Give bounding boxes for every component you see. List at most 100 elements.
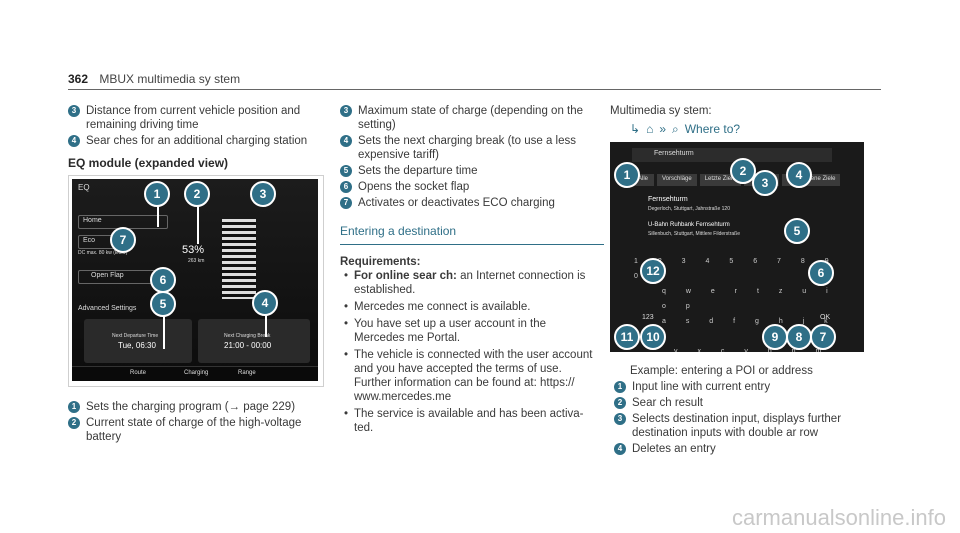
- callout-12: 12: [640, 258, 666, 284]
- bullet-text: The vehicle is connected with the user a…: [354, 349, 593, 403]
- path-label: Where to?: [684, 122, 741, 136]
- mode-key[interactable]: 123: [642, 314, 654, 321]
- section-rule: [340, 244, 604, 245]
- list-item: 1 Sets the charging program (→ page 229): [68, 400, 318, 414]
- number-badge: 2: [614, 397, 626, 409]
- item-text: Opens the socket flap: [358, 181, 470, 193]
- requirements-list: For online sear ch: an Internet connecti…: [340, 269, 598, 435]
- callout-line: [163, 309, 165, 349]
- callout-3: 3: [250, 181, 276, 207]
- keys-row[interactable]: 1 2 3 4 5 6 7 8 9 0: [634, 258, 838, 280]
- item-text: Distance from current vehicle position a…: [86, 105, 301, 131]
- number-badge: 5: [340, 165, 352, 177]
- tab-range[interactable]: Range: [238, 370, 256, 376]
- departure-title: Next Departure Time: [112, 333, 159, 339]
- callout-8: 8: [786, 324, 812, 350]
- number-badge: 2: [68, 417, 80, 429]
- callout-line: [197, 199, 199, 244]
- callout-line: [265, 307, 267, 337]
- callout-6: 6: [150, 267, 176, 293]
- tab-charging[interactable]: Charging: [184, 370, 209, 376]
- callout-1: 1: [614, 162, 640, 188]
- callout-2: 2: [730, 158, 756, 184]
- item-text: Selects destination input, displays furt…: [632, 413, 842, 439]
- advanced-settings[interactable]: Advanced Settings: [78, 305, 137, 312]
- watermark: carmanualsonline.info: [731, 505, 946, 530]
- open-flap-button[interactable]: Open Flap: [78, 270, 160, 284]
- list-item: 4 Deletes an entry: [614, 442, 878, 456]
- callout-line: [157, 197, 159, 227]
- eq-screenshot: EQ Home Eco DC max. 80 kw (ECO) Open Fla…: [72, 179, 318, 381]
- list-item: 3 Distance from current vehicle position …: [68, 104, 318, 132]
- header-title: MBUX multimedia sy stem: [99, 72, 241, 86]
- list-item: 3 Selects destination input, displays fur…: [614, 412, 878, 440]
- nav-input-line[interactable]: Fernsehturm: [632, 148, 832, 162]
- break-title: Next Charging Break: [224, 333, 271, 339]
- item-text: Sets the next charging break (to use a l…: [358, 135, 576, 161]
- bullet-bold: For online sear ch:: [354, 270, 457, 282]
- bullet-text: Mercedes me connect is available.: [354, 301, 531, 313]
- requirements-label: Requirements:: [340, 256, 421, 268]
- break-panel[interactable]: Next Charging Break 21:00 - 00:00: [198, 319, 310, 363]
- item-text: Current state of charge of the high-volt…: [86, 417, 302, 443]
- callout-5: 5: [784, 218, 810, 244]
- result2-title: U-Bahn Ruhbank Fernsehturm: [648, 222, 730, 228]
- list-item: 1 Input line with current entry: [614, 380, 878, 394]
- number-badge: 7: [340, 197, 352, 209]
- list-item: Mercedes me connect is available.: [344, 300, 598, 314]
- item-text: Activates or deactivates ECO charging: [358, 197, 555, 209]
- header-rule: [68, 89, 881, 90]
- list-item: The vehicle is connected with the user a…: [344, 348, 598, 404]
- item-text: Maximum state of charge (depending on th…: [358, 105, 584, 131]
- battery-graphic: [222, 219, 256, 299]
- open-flap-label: Open Flap: [91, 272, 124, 279]
- callout-2: 2: [184, 181, 210, 207]
- soc-range: 263 km: [188, 258, 205, 264]
- eq-tab-bar: Route Charging Range: [72, 366, 318, 381]
- eco-sub: DC max. 80 kw (ECO): [78, 250, 128, 256]
- number-badge: 4: [614, 443, 626, 455]
- result1-title: Fernsehturm: [648, 196, 688, 203]
- ok-key[interactable]: OK: [820, 314, 831, 321]
- col3-top: Multimedia sy stem: ↳ ⌂ » ⌕ Where to?: [610, 104, 880, 136]
- tab-route[interactable]: Route: [130, 370, 147, 376]
- list-item: 4 Sets the next charging break (to use a …: [340, 134, 598, 162]
- keys-row[interactable]: y x c v b n m: [674, 348, 831, 352]
- number-badge: 1: [614, 381, 626, 393]
- double-arrow-icon: »: [659, 122, 666, 136]
- tab-suggestions[interactable]: Vorschläge: [657, 174, 697, 186]
- result-row-1[interactable]: Fernsehturm Degerloch, Stuttgart, Jahnst…: [632, 194, 812, 216]
- soc-value: 53%: [182, 244, 205, 256]
- number-badge: 3: [614, 413, 626, 425]
- item-text: Sets the charging program (→ page 229): [86, 401, 296, 413]
- section-heading: Entering a destination: [340, 224, 457, 238]
- list-item: For online sear ch: an Internet connecti…: [344, 269, 598, 297]
- example-caption: Example: entering a POI or address: [630, 365, 813, 377]
- col3-bottom: Example: entering a POI or address 1 Inpu…: [614, 364, 878, 458]
- list-item: 2 Current state of charge of the high-vol…: [68, 416, 318, 444]
- departure-value: Tue, 06:30: [118, 341, 156, 350]
- result-row-2[interactable]: U-Bahn Ruhbank Fernsehturm Sillenbuch, S…: [632, 220, 812, 242]
- page-header: 362 MBUX multimedia sy stem: [68, 72, 240, 86]
- callout-7: 7: [810, 324, 836, 350]
- callout-1: 1: [144, 181, 170, 207]
- keys-row[interactable]: q w e r t z u i o p: [662, 288, 837, 310]
- item-text: Input line with current entry: [632, 381, 771, 393]
- callout-5: 5: [150, 291, 176, 317]
- item-text: Sear ches for an additional charging sta…: [86, 135, 308, 147]
- item-text: Deletes an entry: [632, 443, 716, 455]
- departure-panel[interactable]: Next Departure Time Tue, 06:30: [84, 319, 192, 363]
- number-badge: 3: [68, 105, 80, 117]
- nav-path: ↳ ⌂ » ⌕ Where to?: [630, 122, 880, 136]
- number-badge: 3: [340, 105, 352, 117]
- callout-4: 4: [252, 290, 278, 316]
- number-badge: 1: [68, 401, 80, 413]
- number-badge: 4: [340, 135, 352, 147]
- col2: 3 Maximum state of charge (depending on t…: [340, 104, 604, 438]
- callout-6: 6: [808, 260, 834, 286]
